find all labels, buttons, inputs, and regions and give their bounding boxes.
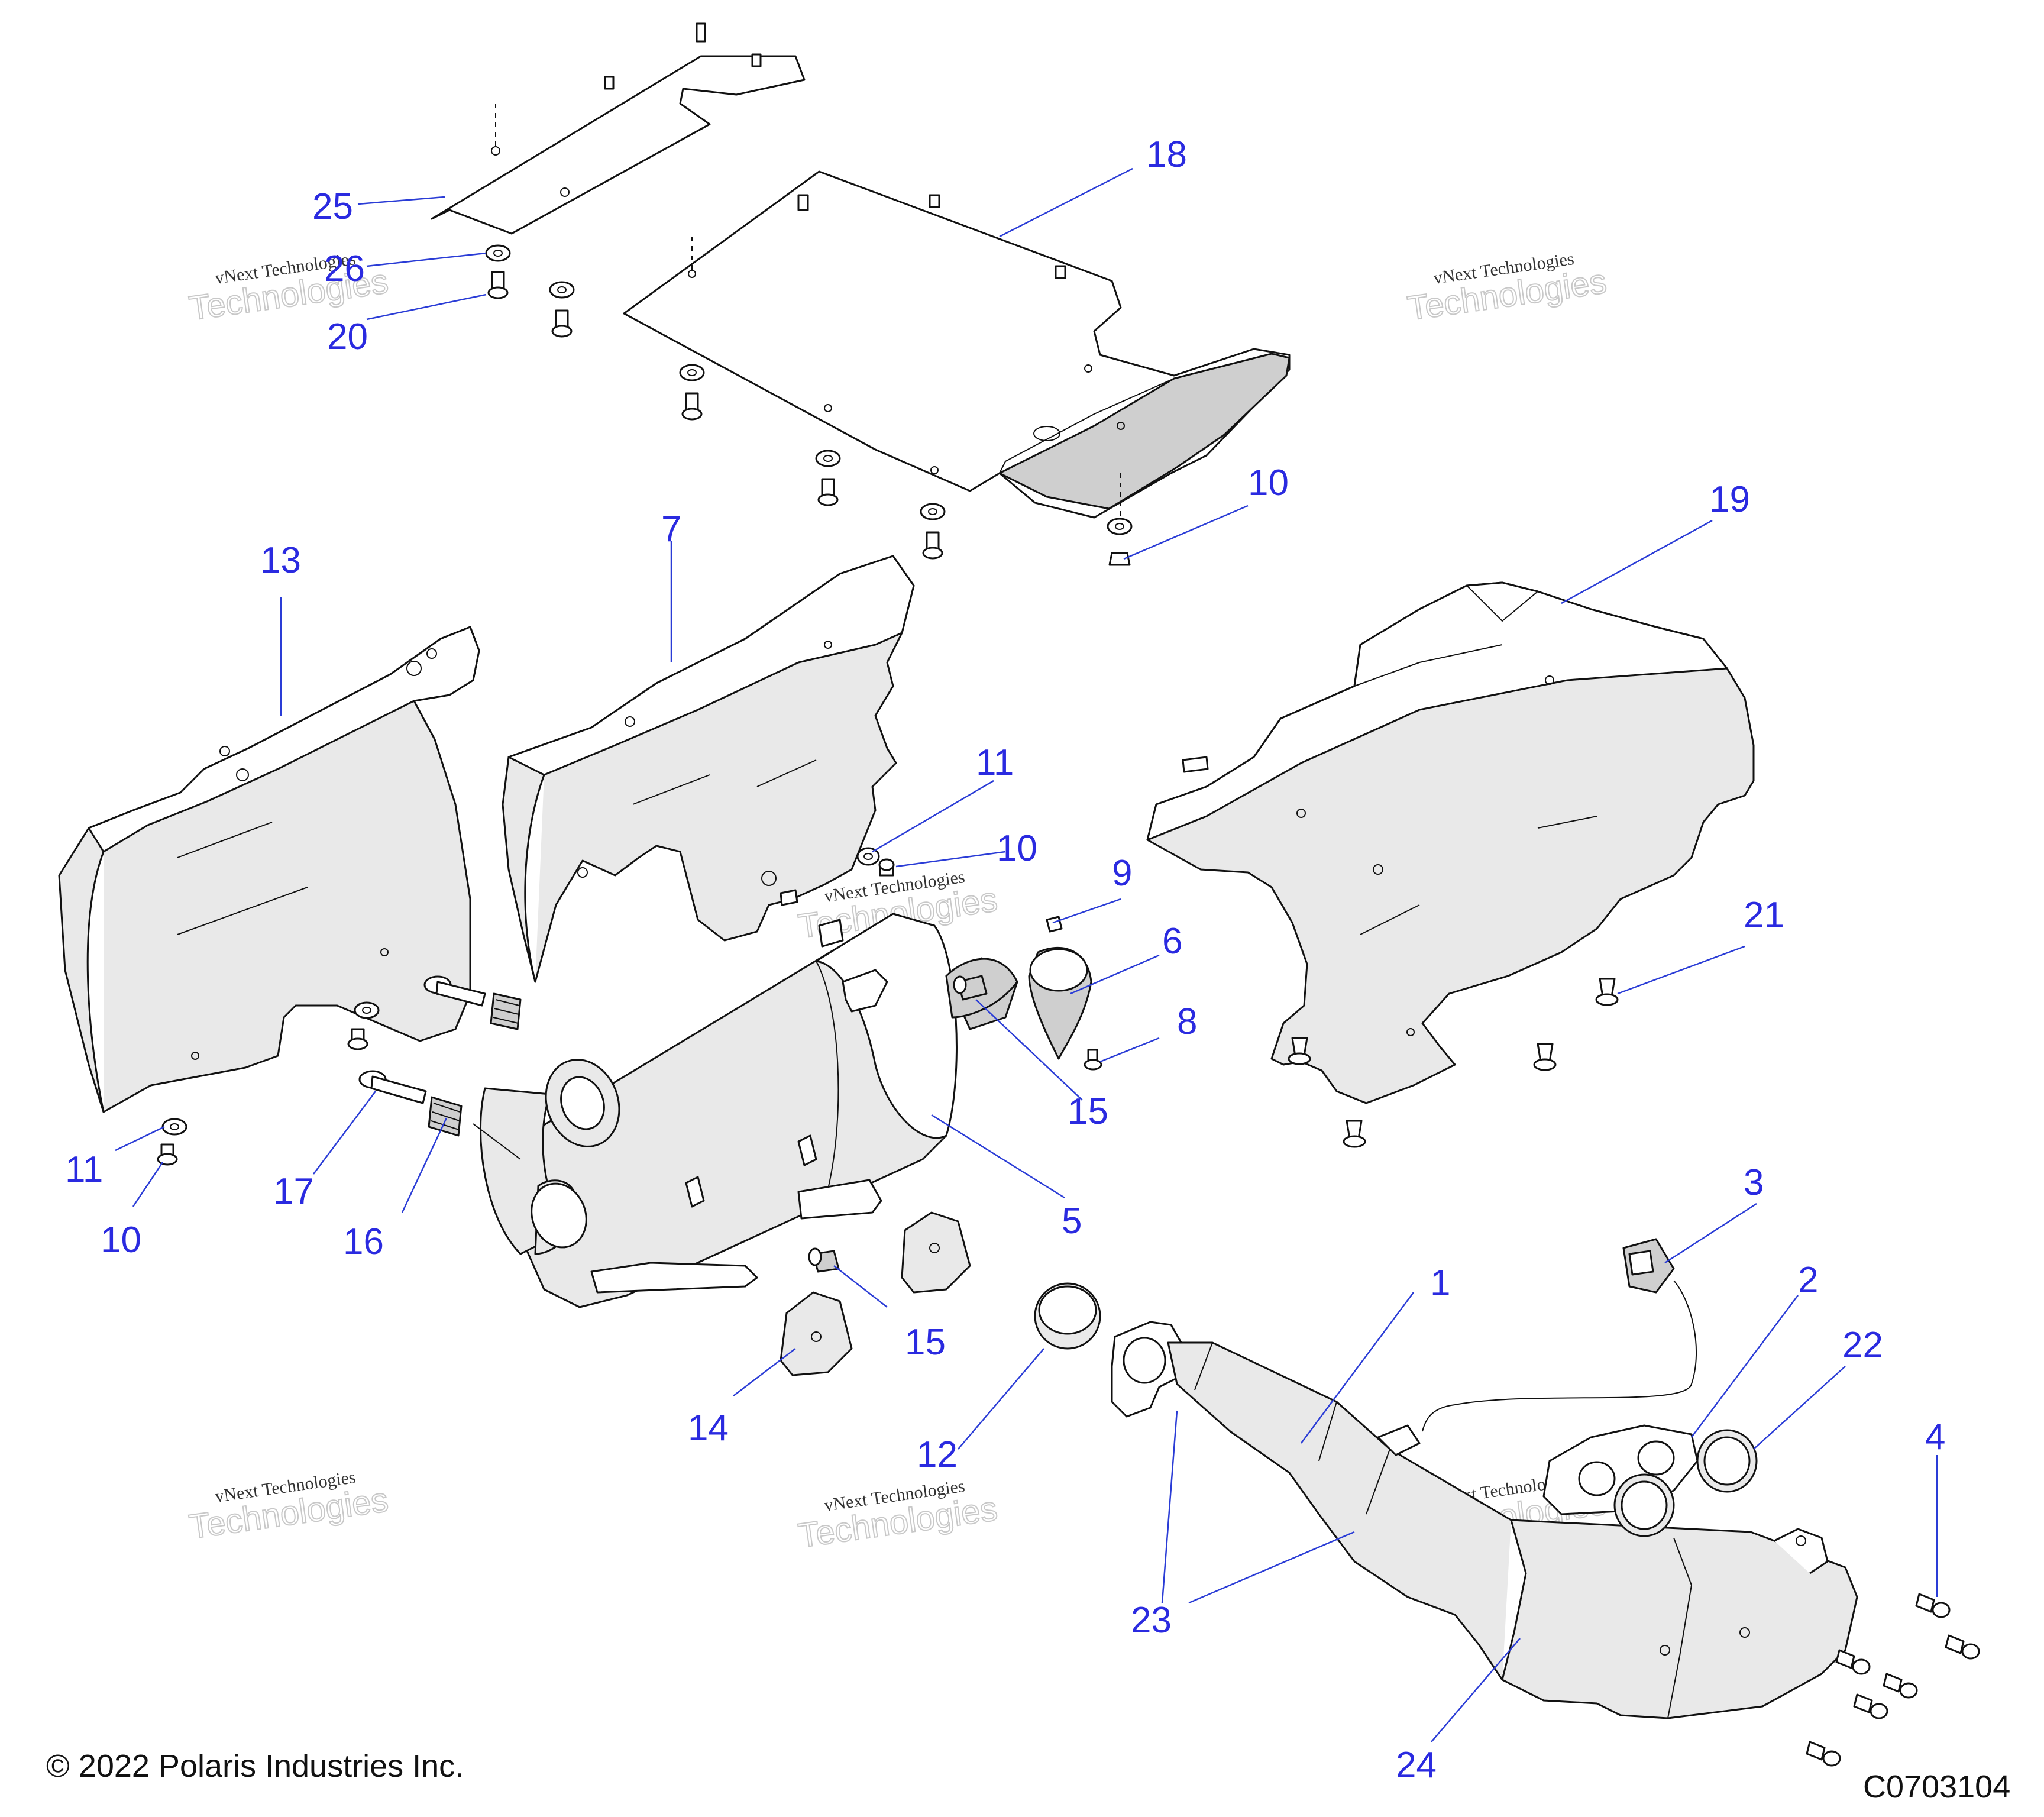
leader-lines bbox=[115, 167, 1938, 1742]
washer-26 bbox=[485, 244, 511, 262]
bolt bbox=[922, 531, 943, 560]
callout-12: 12 bbox=[917, 1434, 958, 1475]
bolt bbox=[347, 1028, 368, 1050]
heat-shield-7 bbox=[502, 555, 915, 983]
callout-4: 4 bbox=[1925, 1417, 1945, 1457]
push-rivet bbox=[1533, 1043, 1557, 1071]
callout-21: 21 bbox=[1744, 895, 1784, 936]
clamp-22 bbox=[1696, 1429, 1758, 1493]
bolt-17 bbox=[358, 1070, 427, 1104]
washer bbox=[549, 281, 575, 299]
callout-11: 11 bbox=[976, 742, 1014, 783]
callout-19: 19 bbox=[1709, 479, 1750, 520]
callout-3: 3 bbox=[1744, 1162, 1764, 1203]
callout-14: 14 bbox=[688, 1408, 729, 1449]
heat-shield-plate-25 bbox=[431, 22, 806, 235]
callout-26: 26 bbox=[324, 248, 365, 289]
callout-22: 22 bbox=[1842, 1325, 1883, 1366]
heat-shield-plate-18 bbox=[623, 170, 1291, 519]
washer bbox=[354, 1001, 380, 1019]
mount-15 bbox=[953, 975, 988, 1001]
callout-10: 10 bbox=[1248, 463, 1289, 503]
bolt bbox=[1806, 1741, 1841, 1767]
callout-8: 8 bbox=[1177, 1001, 1197, 1042]
muffler-inlet-pipe bbox=[473, 958, 1018, 1255]
mount-15 bbox=[808, 1247, 840, 1273]
push-rivet-21 bbox=[1595, 978, 1619, 1006]
bolt bbox=[551, 309, 573, 338]
oxygen-sensor-3 bbox=[1377, 1238, 1697, 1456]
bolt bbox=[817, 478, 839, 506]
bolt-4 bbox=[1915, 1593, 1951, 1618]
bolt bbox=[1853, 1693, 1888, 1719]
copyright-notice: © 2022 Polaris Industries Inc. bbox=[46, 1748, 464, 1784]
callout-11: 11 bbox=[65, 1149, 103, 1190]
bolt-17 bbox=[423, 975, 486, 1007]
clamp bbox=[1613, 1473, 1675, 1537]
callout-13: 13 bbox=[260, 540, 301, 581]
callout-1: 1 bbox=[1430, 1263, 1450, 1304]
callout-10: 10 bbox=[997, 828, 1037, 869]
callout-23: 23 bbox=[1131, 1600, 1172, 1641]
callout-20: 20 bbox=[327, 316, 368, 357]
callout-15: 15 bbox=[1068, 1091, 1108, 1132]
push-rivet bbox=[1343, 1120, 1366, 1148]
isolator-14 bbox=[780, 1291, 853, 1376]
bolt bbox=[681, 392, 703, 421]
callout-5: 5 bbox=[1062, 1201, 1082, 1241]
bolt bbox=[1883, 1673, 1918, 1699]
callout-10: 10 bbox=[101, 1220, 141, 1260]
callout-7: 7 bbox=[661, 509, 681, 549]
push-rivet bbox=[1288, 1037, 1311, 1065]
bolt bbox=[1945, 1634, 1980, 1660]
heat-shield-13 bbox=[58, 626, 480, 1113]
spring-16 bbox=[428, 1096, 463, 1137]
washer bbox=[815, 450, 841, 467]
tailpipe-tip-6 bbox=[1028, 946, 1092, 1060]
watermark: vNext Technologies Technologies bbox=[1405, 249, 1609, 328]
muffler-5 bbox=[513, 913, 1018, 1308]
seal-12 bbox=[1034, 1282, 1101, 1350]
watermark: vNext Technologies Technologies bbox=[186, 1467, 391, 1547]
callout-2: 2 bbox=[1798, 1260, 1818, 1301]
washer bbox=[920, 503, 946, 520]
callout-16: 16 bbox=[343, 1221, 384, 1262]
washer bbox=[679, 364, 705, 381]
callout-17: 17 bbox=[273, 1171, 314, 1212]
watermark: vNext Technologies Technologies bbox=[795, 1476, 1000, 1556]
callout-24: 24 bbox=[1396, 1745, 1437, 1786]
callout-labels: 25 26 20 18 10 13 7 19 11 10 9 6 8 21 15… bbox=[65, 134, 1945, 1786]
callout-18: 18 bbox=[1146, 134, 1187, 175]
bolt-10 bbox=[878, 858, 895, 877]
head-pipe-1 bbox=[1111, 1321, 1858, 1719]
callout-6: 6 bbox=[1162, 921, 1182, 962]
bolt bbox=[1835, 1649, 1871, 1675]
isolator-14 bbox=[901, 1211, 971, 1294]
spring-16 bbox=[490, 992, 522, 1030]
drawing-id: C0703104 bbox=[1863, 1769, 2011, 1805]
washer bbox=[1107, 518, 1133, 535]
nut-9 bbox=[1046, 916, 1063, 933]
nut-10 bbox=[1108, 552, 1131, 566]
washer-11 bbox=[161, 1118, 187, 1136]
heat-shield-19 bbox=[1146, 581, 1755, 1104]
bolt-8 bbox=[1084, 1049, 1102, 1071]
bolt-10 bbox=[157, 1143, 178, 1166]
callout-25: 25 bbox=[312, 186, 353, 227]
bolt-20 bbox=[487, 271, 509, 299]
washer-11 bbox=[856, 847, 880, 866]
callout-15: 15 bbox=[905, 1322, 946, 1363]
callout-9: 9 bbox=[1112, 853, 1132, 894]
